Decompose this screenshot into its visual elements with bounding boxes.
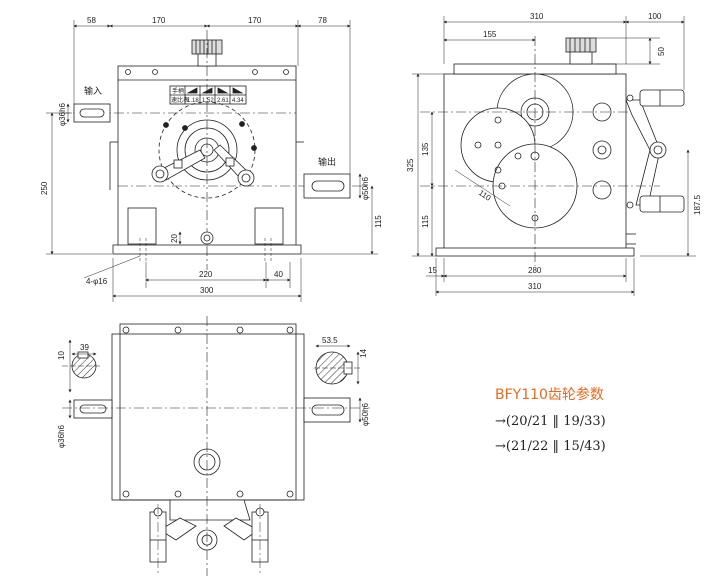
dim-front-top-1: 170 — [152, 16, 166, 25]
dim-front-top-0: 58 — [87, 16, 96, 25]
speed-ratio-3: 4.34 — [232, 98, 244, 104]
dim-side-bottom-15: 15 — [428, 266, 437, 275]
dim-topview-10: 10 — [57, 351, 66, 360]
dim-topview-shaft-right: φ50h6 — [361, 402, 370, 426]
dim-front-right-115: 115 — [374, 215, 383, 228]
dim-front-inner-20: 20 — [170, 234, 179, 243]
dim-side-top-155: 155 — [483, 30, 497, 39]
speed-ratio-1: 1.52 — [202, 98, 214, 104]
dim-front-shaft-right: φ50h6 — [361, 176, 370, 200]
dim-front-left-250: 250 — [40, 181, 49, 195]
dim-side-right-187: 187.5 — [693, 194, 702, 215]
dim-front-bottom-40: 40 — [274, 270, 283, 279]
dim-topview-shaft-left: φ36h6 — [57, 424, 66, 448]
dim-side-left-135: 135 — [421, 142, 430, 156]
dim-side-bottom-310: 310 — [528, 282, 542, 291]
dim-front-bottom-300: 300 — [200, 286, 214, 295]
dim-side-top-100: 100 — [648, 12, 662, 21]
gear-params-row-2: →(21/22 ‖ 15/43) — [495, 439, 606, 454]
dim-bolt-holes: 4-φ16 — [86, 277, 108, 286]
dim-side-bottom-280: 280 — [528, 266, 542, 275]
dim-front-shaft-left: φ36h6 — [58, 102, 67, 126]
dim-side-left-325: 325 — [406, 158, 415, 172]
dim-topview-14: 14 — [359, 349, 368, 358]
speed-plate — [169, 85, 247, 105]
label-input: 输入 — [84, 85, 102, 97]
dim-side-left-115: 115 — [421, 215, 430, 228]
dim-topview-39: 39 — [80, 343, 89, 352]
dim-side-top-310: 310 — [530, 12, 544, 21]
top-view — [62, 316, 370, 576]
gear-params-panel: BFY110齿轮参数 →(20/21 ‖ 19/33) →(21/22 ‖ 15… — [495, 384, 606, 464]
speed-plate-header: 手柄 — [172, 87, 184, 95]
speed-ratio-0: 1.18 — [187, 98, 199, 104]
speed-ratio-2: 2.61 — [217, 98, 229, 104]
dim-front-bottom-220: 220 — [199, 270, 213, 279]
gear-params-row-1: →(20/21 ‖ 19/33) — [495, 414, 606, 429]
label-output: 输出 — [318, 156, 336, 168]
dim-topview-53: 53.5 — [322, 336, 338, 345]
shift-handle-assembly — [625, 89, 685, 245]
gear-params-title: BFY110齿轮参数 — [495, 387, 604, 403]
bottom-handles — [149, 499, 269, 563]
shift-levers — [151, 144, 255, 187]
side-view — [412, 16, 696, 296]
speed-plate-row-label: 速比表 — [171, 96, 189, 104]
front-view — [46, 20, 378, 302]
dim-front-top-3: 78 — [318, 16, 327, 25]
dim-front-top-2: 170 — [248, 16, 262, 25]
dim-side-top-50: 50 — [657, 47, 666, 56]
